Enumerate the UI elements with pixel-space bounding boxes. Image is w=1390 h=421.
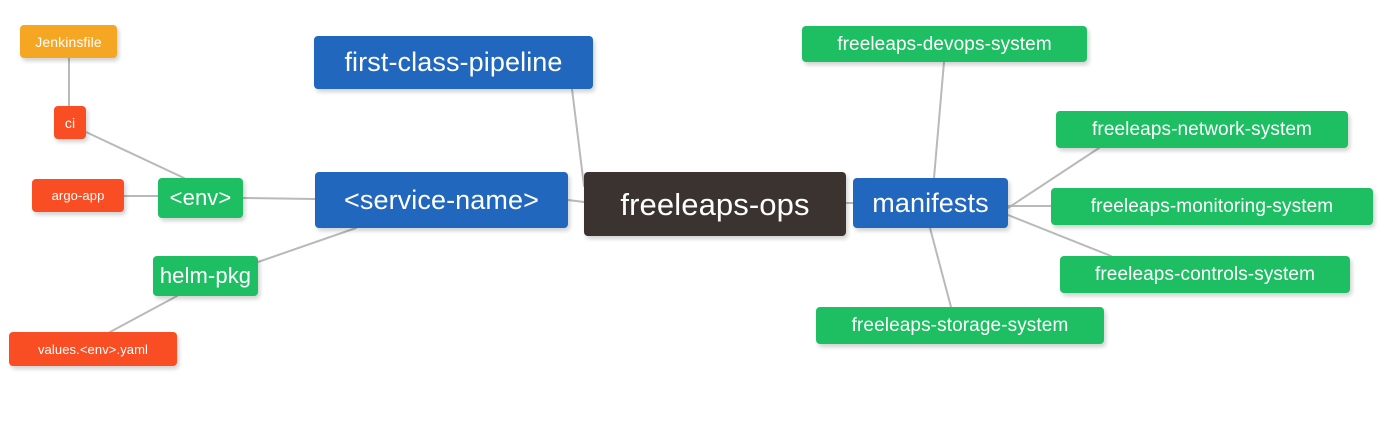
edge-manifests-to-freeleaps-devops-system — [933, 61, 945, 179]
mindmap-node-freeleaps-controls-system[interactable]: freeleaps-controls-system — [1060, 256, 1350, 293]
mindmap-node-service-name[interactable]: <service-name> — [315, 172, 568, 228]
node-label-ci: ci — [64, 114, 76, 131]
edge-service-name-to-env — [242, 197, 316, 200]
edge-manifests-to-freeleaps-storage-system — [929, 227, 952, 308]
node-label-freeleaps-storage-system: freeleaps-storage-system — [851, 315, 1069, 336]
node-label-freeleaps-ops: freeleaps-ops — [620, 186, 810, 222]
mindmap-node-manifests[interactable]: manifests — [853, 178, 1008, 228]
edge-env-to-ci — [85, 131, 185, 179]
mindmap-node-argo-app[interactable]: argo-app — [32, 179, 124, 212]
mindmap-node-freeleaps-ops[interactable]: freeleaps-ops — [584, 172, 846, 236]
mindmap-node-first-class-pipeline[interactable]: first-class-pipeline — [314, 36, 593, 89]
node-label-freeleaps-controls-system: freeleaps-controls-system — [1094, 264, 1316, 285]
mindmap-node-env[interactable]: <env> — [158, 178, 243, 218]
edge-service-name-to-helm-pkg — [257, 227, 357, 263]
edge-freeleaps-ops-to-first-class-pipeline — [571, 88, 585, 187]
node-label-values-env-yaml: values.<env>.yaml — [37, 341, 149, 357]
mindmap-node-jenkinsfile[interactable]: Jenkinsfile — [20, 25, 117, 58]
node-label-manifests: manifests — [872, 187, 989, 218]
edge-helm-pkg-to-values-env-yaml — [109, 295, 178, 333]
mindmap-node-freeleaps-devops-system[interactable]: freeleaps-devops-system — [802, 26, 1087, 62]
node-label-freeleaps-network-system: freeleaps-network-system — [1092, 119, 1312, 140]
mindmap-node-freeleaps-monitoring-system[interactable]: freeleaps-monitoring-system — [1051, 188, 1373, 225]
node-label-helm-pkg: helm-pkg — [159, 263, 252, 288]
node-label-argo-app: argo-app — [51, 188, 105, 203]
node-label-service-name: <service-name> — [344, 184, 539, 215]
node-label-first-class-pipeline: first-class-pipeline — [344, 47, 563, 77]
mindmap-node-freeleaps-network-system[interactable]: freeleaps-network-system — [1056, 111, 1348, 148]
mindmap-node-ci[interactable]: ci — [54, 106, 86, 139]
mindmap-node-freeleaps-storage-system[interactable]: freeleaps-storage-system — [816, 307, 1104, 344]
edge-freeleaps-ops-to-service-name — [567, 199, 585, 203]
node-label-jenkinsfile: Jenkinsfile — [35, 33, 102, 50]
node-label-freeleaps-devops-system: freeleaps-devops-system — [837, 33, 1052, 55]
mindmap-node-helm-pkg[interactable]: helm-pkg — [153, 256, 258, 296]
node-label-freeleaps-monitoring-system: freeleaps-monitoring-system — [1090, 196, 1334, 217]
mindmap-node-values-env-yaml[interactable]: values.<env>.yaml — [9, 332, 177, 366]
node-label-env: <env> — [169, 185, 232, 210]
